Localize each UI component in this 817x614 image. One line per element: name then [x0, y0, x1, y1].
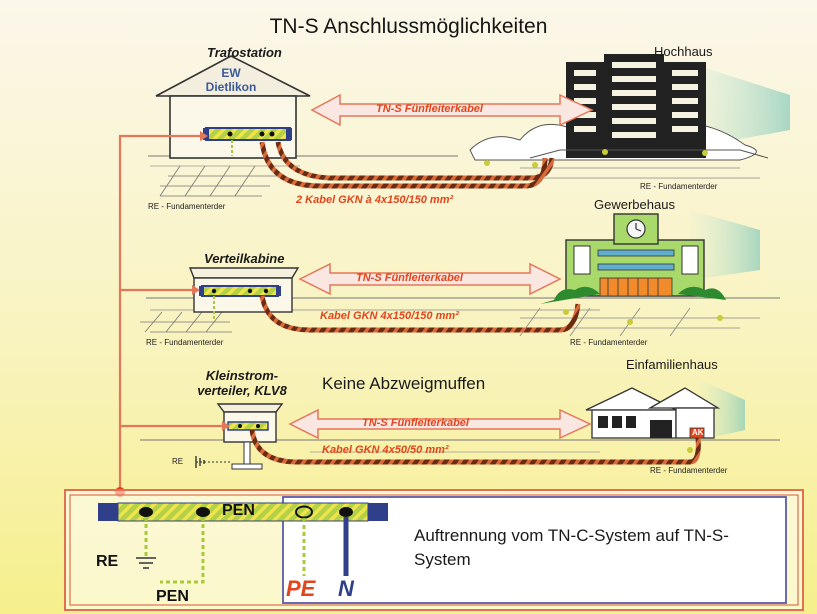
einfamilienhaus-building	[585, 380, 745, 453]
label-einfamilienhaus: Einfamilienhaus	[626, 357, 718, 372]
middle-arrow-text: TN-S Fünfleiterkabel	[356, 272, 463, 284]
bottom-row	[140, 380, 780, 470]
middle-row	[140, 210, 780, 337]
label-gewerbehaus: Gewerbehaus	[594, 197, 675, 212]
gewerbehaus-building	[540, 210, 760, 325]
diagram-title: TN-S Anschlussmöglichkeiten	[269, 15, 548, 38]
earth-grid-left	[159, 165, 278, 197]
middle-earth-right: RE - Fundamenterder	[570, 338, 648, 347]
label-verteilkabine: Verteilkabine	[204, 251, 285, 266]
top-double-arrow	[310, 93, 594, 127]
label-trafostation: Trafostation	[207, 45, 282, 60]
top-cable-text: 2 Kabel GKN à 4x150/150 mm²	[296, 194, 454, 206]
note-keine-abzweigmuffen: Keine Abzweigmuffen	[322, 374, 486, 393]
feeder-network	[115, 131, 230, 497]
middle-cable	[259, 295, 581, 333]
top-earth-left: RE - Fundamenterder	[148, 202, 226, 211]
top-arrow-text: TN-S Fünfleiterkabel	[376, 103, 483, 115]
top-cable-2	[275, 141, 555, 181]
label-kleinstromverteiler: Kleinstrom-verteiler, KLV8	[197, 368, 287, 398]
top-row	[148, 54, 790, 197]
hochhaus-building	[469, 54, 790, 179]
pen-label-bottom: PEN	[156, 588, 189, 605]
top-earth-right: RE - Fundamenterder	[640, 182, 718, 191]
label-ew-dietlikon: EW Dietlikon	[205, 66, 257, 94]
middle-double-arrow	[298, 262, 562, 296]
middle-earth-left: RE - Fundamenterder	[146, 338, 224, 347]
detail-frame	[64, 489, 804, 611]
klv8-box	[195, 403, 284, 470]
middle-cable-text: Kabel GKN 4x150/150 mm²	[320, 310, 459, 322]
bottom-earth-right: RE - Fundamenterder	[650, 466, 728, 475]
earth-grid-left	[140, 311, 232, 333]
bottom-double-arrow	[288, 408, 592, 440]
re-label: RE	[96, 553, 119, 570]
tn-s-description: Auftrennung vom TN-C-System auf TN-S-Sys…	[414, 526, 729, 569]
n-label: N	[338, 576, 354, 601]
meter-label: AK	[692, 428, 704, 437]
bottom-cable-text: Kabel GKN 4x50/50 mm²	[322, 444, 449, 456]
earth-grid-right	[500, 307, 760, 337]
bottom-arrow-text: TN-S Fünfleiterkabel	[362, 417, 469, 429]
trafostation-house	[155, 55, 311, 159]
meter-box-ak	[689, 427, 705, 439]
pen-label: PEN	[222, 502, 255, 519]
label-hochhaus: Hochhaus	[654, 44, 713, 59]
verteilkabine	[188, 267, 300, 320]
bottom-earth-left: RE	[172, 457, 184, 466]
bottom-cable	[249, 429, 701, 465]
pe-label: PE	[286, 576, 316, 601]
